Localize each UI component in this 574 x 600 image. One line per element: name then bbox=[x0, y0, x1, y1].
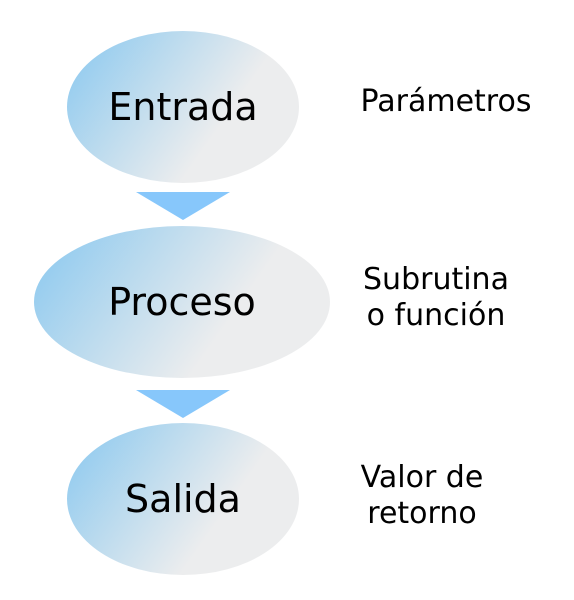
step-proceso-label: Proceso bbox=[108, 280, 256, 324]
down-arrow-icon bbox=[136, 192, 230, 220]
down-arrow-icon bbox=[136, 390, 230, 418]
step-salida-label: Salida bbox=[125, 477, 241, 521]
step-proceso-description: Subrutina o función bbox=[363, 262, 509, 333]
step-entrada-description: Parámetros bbox=[360, 84, 532, 119]
step-entrada-label: Entrada bbox=[108, 85, 258, 129]
step-entrada-ellipse: Entrada bbox=[67, 31, 299, 183]
step-salida-ellipse: Salida bbox=[67, 423, 299, 575]
step-proceso-ellipse: Proceso bbox=[34, 226, 330, 378]
step-salida-description: Valor de retorno bbox=[360, 460, 484, 531]
